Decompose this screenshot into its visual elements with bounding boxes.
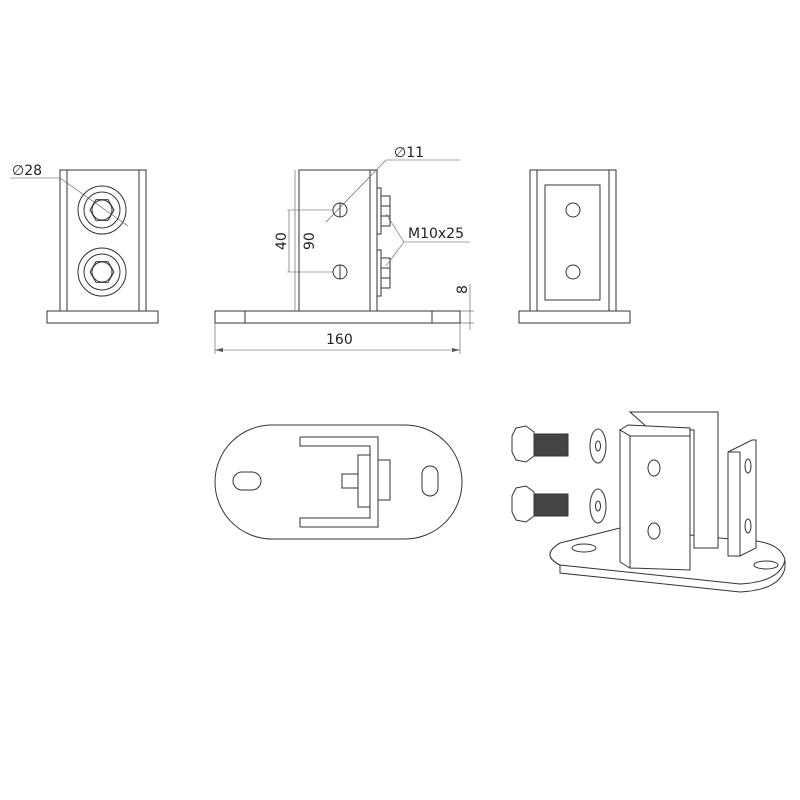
- isometric-view: [511, 411, 786, 593]
- slot: [232, 471, 262, 491]
- plate-length-label: 160: [326, 332, 353, 348]
- plate-thickness-label: 8: [455, 285, 471, 294]
- hole-diameter-leader: [325, 159, 460, 223]
- side-view: 40 90 ∅11 M10x25 8 160: [214, 145, 474, 354]
- top-view: [214, 424, 463, 540]
- bolt-top: [511, 425, 569, 463]
- bolt-spec-label: M10x25: [408, 226, 464, 242]
- base-plate: [214, 310, 461, 324]
- bolt-bottom: [511, 485, 569, 523]
- back-view: [518, 169, 631, 324]
- washer-bottom: [589, 488, 607, 524]
- base-plate: [46, 310, 159, 324]
- hole-diameter-label: ∅11: [394, 145, 424, 161]
- front-view: ∅28: [10, 163, 159, 324]
- washer-bolt-bottom: [77, 247, 127, 297]
- bolt-head-top: [376, 187, 391, 235]
- base-plate-outline: [214, 424, 463, 540]
- washer-bolt-top: [77, 185, 127, 235]
- washer-diameter-leader: [10, 177, 129, 227]
- washer-top: [589, 428, 607, 464]
- slot: [421, 465, 439, 497]
- bolt-head-bottom: [376, 249, 391, 297]
- hole-spacing-label: 40: [274, 232, 290, 250]
- washer-diameter-label: ∅28: [12, 163, 42, 179]
- upright: [59, 169, 147, 312]
- upright-height-label: 90: [302, 232, 318, 250]
